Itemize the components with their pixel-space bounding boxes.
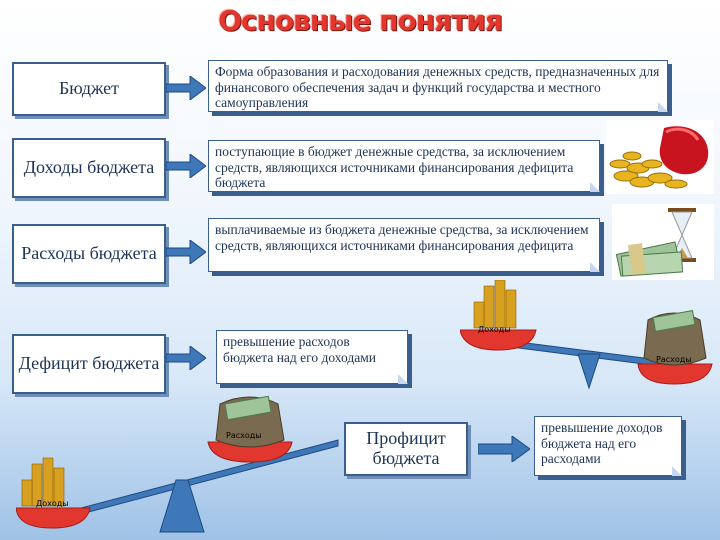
- term-budget: Бюджет: [12, 62, 166, 116]
- term-budget-expenses: Расходы бюджета: [12, 224, 166, 284]
- arrow-right-icon: [166, 346, 206, 370]
- arrow-right-icon: [166, 76, 206, 100]
- scale-label-expenses: Расходы: [226, 431, 262, 440]
- arrow-right-icon: [166, 240, 206, 264]
- definition-budget-deficit: превышение расходов бюджета над его дохо…: [216, 330, 408, 384]
- scale-label-income: Доходы: [478, 325, 511, 334]
- term-budget-deficit: Дефицит бюджета: [12, 334, 166, 394]
- definition-budget-income: поступающие в бюджет денежные средства, …: [208, 140, 600, 192]
- arrow-right-icon: [478, 436, 530, 462]
- arrow-right-icon: [166, 154, 206, 178]
- surplus-scale-image: Доходы Расходы: [460, 280, 716, 410]
- scale-label-expenses: Расходы: [656, 355, 692, 364]
- term-budget-income: Доходы бюджета: [12, 138, 166, 198]
- money-hourglass-image: [612, 204, 714, 280]
- definition-budget-surplus: превышение доходов бюджета над его расхо…: [534, 416, 682, 476]
- definition-budget-expenses: выплачиваемые из бюджета денежные средст…: [208, 218, 600, 272]
- page-title: Основные понятия: [0, 4, 720, 37]
- coin-bag-image: [606, 120, 714, 194]
- definition-budget: Форма образования и расходования денежны…: [208, 60, 668, 112]
- scale-label-income: Доходы: [36, 499, 69, 508]
- term-budget-surplus: Профицит бюджета: [344, 422, 468, 476]
- deficit-scale-image: Расходы Доходы: [16, 392, 340, 538]
